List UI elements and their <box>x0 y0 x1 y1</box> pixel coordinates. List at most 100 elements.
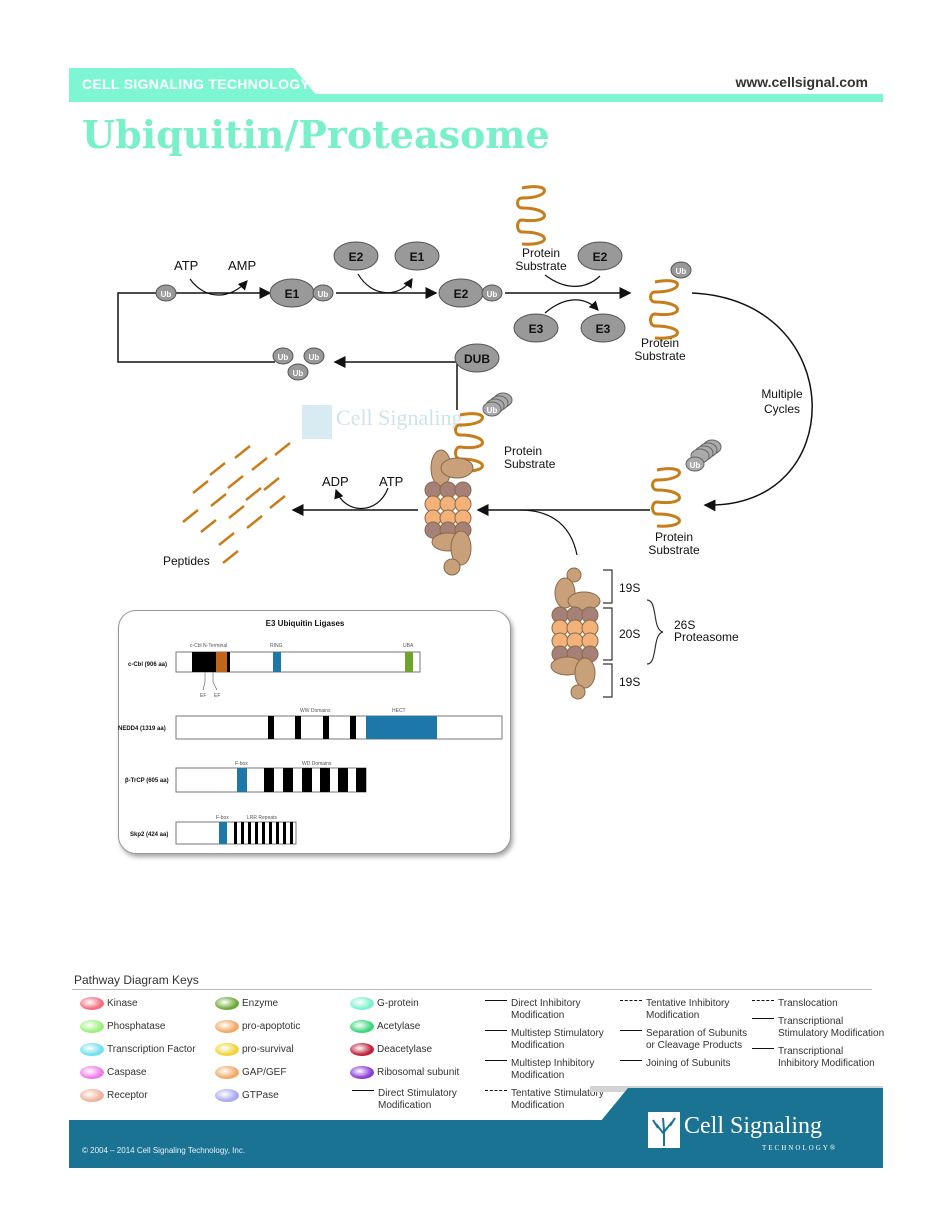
key-arrow-label: Multistep Inhibitory Modification <box>511 1058 595 1081</box>
e3-node-b <box>580 313 626 343</box>
e2-label-b: E2 <box>454 287 469 301</box>
key-arrow-label: Transcriptional Inhibitory Modification <box>778 1046 875 1069</box>
svg-text:RING: RING <box>270 643 283 649</box>
key-label: Kinase <box>107 998 138 1009</box>
key-label: Deacetylase <box>377 1044 433 1055</box>
key-arrow-icon <box>485 1030 507 1031</box>
svg-text:Ub: Ub <box>487 290 498 299</box>
footer-wedge <box>600 1088 883 1122</box>
26s-label: 26S <box>674 618 695 632</box>
svg-text:F-box: F-box <box>235 761 248 767</box>
key-swatch <box>350 1066 374 1079</box>
svg-text:Protein: Protein <box>504 444 542 458</box>
key-swatch <box>80 997 104 1010</box>
key-arrow-label: Direct Inhibitory Modification <box>511 998 581 1021</box>
key-arrow-label: Translocation <box>778 998 838 1009</box>
svg-text:Protein: Protein <box>655 530 693 544</box>
proteasome-26s <box>550 567 601 700</box>
svg-text:Ub: Ub <box>309 353 320 362</box>
key-arrow-icon <box>485 1090 507 1091</box>
key-arrow-icon <box>620 1000 642 1001</box>
protein-name-btrcp: β-TrCP (605 aa) <box>125 778 169 784</box>
amp-label: AMP <box>228 258 256 273</box>
svg-text:Ub: Ub <box>487 406 498 415</box>
e2-node-c <box>577 241 623 271</box>
atp-label-2: ATP <box>379 474 403 489</box>
svg-text:Ub: Ub <box>161 290 172 299</box>
key-arrow-icon <box>620 1030 642 1031</box>
key-arrow-label: Direct Stimulatory Modification <box>378 1088 457 1111</box>
header-rule <box>69 94 883 102</box>
svg-text:EF: EF <box>200 693 206 699</box>
svg-text:LRR Repeats: LRR Repeats <box>247 815 278 821</box>
cst-logo-subtext: TECHNOLOGY® <box>762 1144 838 1152</box>
svg-text:Substrate: Substrate <box>648 543 700 557</box>
svg-text:c-Cbl N-Terminal: c-Cbl N-Terminal <box>190 643 227 649</box>
key-swatch <box>80 1066 104 1079</box>
key-swatch <box>215 1066 239 1079</box>
svg-text:Proteasome: Proteasome <box>674 630 739 644</box>
svg-text:EF: EF <box>214 693 220 699</box>
key-label: Acetylase <box>377 1021 421 1032</box>
key-arrow-label: Separation of Subunits or Cleavage Produ… <box>646 1028 748 1051</box>
key-label: pro-survival <box>242 1044 294 1055</box>
watermark-text: Cell Signaling <box>336 405 463 430</box>
keys-rule <box>72 989 872 990</box>
key-swatch <box>215 997 239 1010</box>
key-label: GAP/GEF <box>242 1067 287 1078</box>
e2-node-a <box>333 241 379 271</box>
svg-text:Substrate: Substrate <box>504 457 556 471</box>
key-arrow-icon <box>485 1000 507 1001</box>
key-label: Phosphatase <box>107 1021 166 1032</box>
key-label: Enzyme <box>242 998 279 1009</box>
e3-panel-title: E3 Ubiquitin Ligases <box>266 619 345 628</box>
key-swatch <box>80 1043 104 1056</box>
key-label: Ribosomal subunit <box>377 1067 460 1078</box>
svg-text:Ub: Ub <box>293 369 304 378</box>
key-swatch <box>80 1089 104 1102</box>
svg-text:Ub: Ub <box>278 353 289 362</box>
key-arrow-label: Transcriptional Stimulatory Modification <box>778 1016 885 1039</box>
svg-text:Substrate: Substrate <box>634 349 686 363</box>
svg-text:Protein: Protein <box>641 336 679 350</box>
e1-label: E1 <box>285 287 300 301</box>
e2-label-a: E2 <box>349 250 364 264</box>
dub-node <box>454 343 500 373</box>
key-swatch <box>350 1043 374 1056</box>
key-arrow-label: Tentative Stimulatory Modification <box>511 1088 604 1111</box>
key-label: pro-apoptotic <box>242 1021 301 1032</box>
key-swatch <box>215 1089 239 1102</box>
key-arrow-label: Tentative Inhibitory Modification <box>646 998 730 1021</box>
key-arrow-icon <box>620 1060 642 1061</box>
19s-top-label: 19S <box>619 581 640 595</box>
page-title: Ubiquitin/Proteasome <box>82 112 550 157</box>
key-swatch <box>215 1043 239 1056</box>
e2-label-c: E2 <box>593 250 608 264</box>
key-label: Caspase <box>107 1067 147 1078</box>
19s-bottom-label: 19S <box>619 675 640 689</box>
key-label: Receptor <box>107 1090 148 1101</box>
svg-text:Ub: Ub <box>690 461 701 470</box>
footer-band <box>69 1120 883 1168</box>
svg-text:F-box: F-box <box>216 815 229 821</box>
peptides-label: Peptides <box>163 554 210 568</box>
header-band <box>69 68 322 102</box>
protein-name-ccbl: c-Cbl (906 aa) <box>128 662 167 668</box>
proteasome-active <box>424 449 474 576</box>
atp-label-1: ATP <box>174 258 198 273</box>
header-brand: CELL SIGNALING TECHNOLOGY <box>82 76 311 92</box>
header-url[interactable]: www.cellsignal.com <box>735 74 868 90</box>
svg-text:HECT: HECT <box>392 708 406 714</box>
svg-text:Ub: Ub <box>318 290 329 299</box>
key-swatch <box>80 1020 104 1033</box>
key-arrow-icon <box>485 1060 507 1061</box>
ub-free <box>155 284 177 302</box>
multiple-cycles-label: Multiple <box>761 387 803 401</box>
key-swatch <box>350 997 374 1010</box>
protein-name-skp2: Skp2 (424 aa) <box>130 832 168 838</box>
e3-node-a <box>513 313 559 343</box>
20s-label: 20S <box>619 627 640 641</box>
svg-text:WW Domains: WW Domains <box>300 708 331 714</box>
